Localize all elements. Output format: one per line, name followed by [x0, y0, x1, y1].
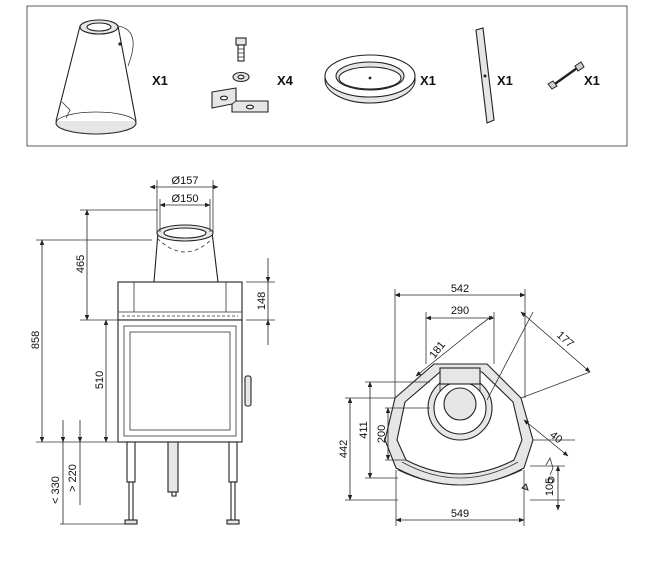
dim-width-top: 542	[451, 283, 469, 295]
dim-depth-442: 442	[338, 440, 350, 458]
dim-flue-height: 465	[75, 255, 87, 273]
dim-max-leg: < 330	[50, 476, 62, 504]
firebox-body	[117, 319, 243, 443]
bolt-qty: X1	[584, 73, 600, 88]
bracket-set-icon	[211, 37, 269, 113]
collar-ring-qty: X1	[420, 73, 436, 88]
flat-bar-icon	[475, 27, 495, 124]
flue-adapter-qty: X1	[152, 73, 168, 88]
door-handle	[244, 375, 252, 407]
bracket-set-qty: X4	[277, 73, 294, 88]
dim-min-leg: > 220	[67, 464, 79, 492]
top-box	[117, 281, 243, 321]
collar-ring-icon	[324, 54, 416, 104]
dim-inner-width: 290	[451, 305, 469, 317]
dim-outer-diameter: Ø157	[172, 175, 199, 187]
dim-door-height: 510	[94, 371, 106, 389]
front-view: Ø157 Ø150 858 465 510 148 < 330	[30, 175, 275, 525]
dim-top-height: 148	[256, 292, 268, 310]
dim-depth-200: 200	[376, 425, 388, 443]
dim-corner-40: 40	[547, 429, 564, 446]
parts-panel-frame	[26, 5, 628, 147]
flue-adapter-icon	[55, 19, 137, 135]
dim-total-height: 858	[30, 331, 42, 349]
dim-depth-411: 411	[358, 421, 370, 439]
dim-width-bottom: 549	[451, 508, 469, 520]
dim-diagonal-177: 177	[554, 329, 576, 350]
top-view: 542 290 181 177 442 411 200 40	[338, 283, 591, 526]
dim-front-105: 105	[544, 478, 556, 496]
flat-bar-qty: X1	[497, 73, 513, 88]
bolt-icon	[547, 61, 585, 90]
dim-diagonal-181: 181	[427, 339, 448, 361]
parts-panel: X1 X4 X1 X1	[26, 5, 628, 147]
dim-inner-diameter: Ø150	[172, 193, 199, 205]
